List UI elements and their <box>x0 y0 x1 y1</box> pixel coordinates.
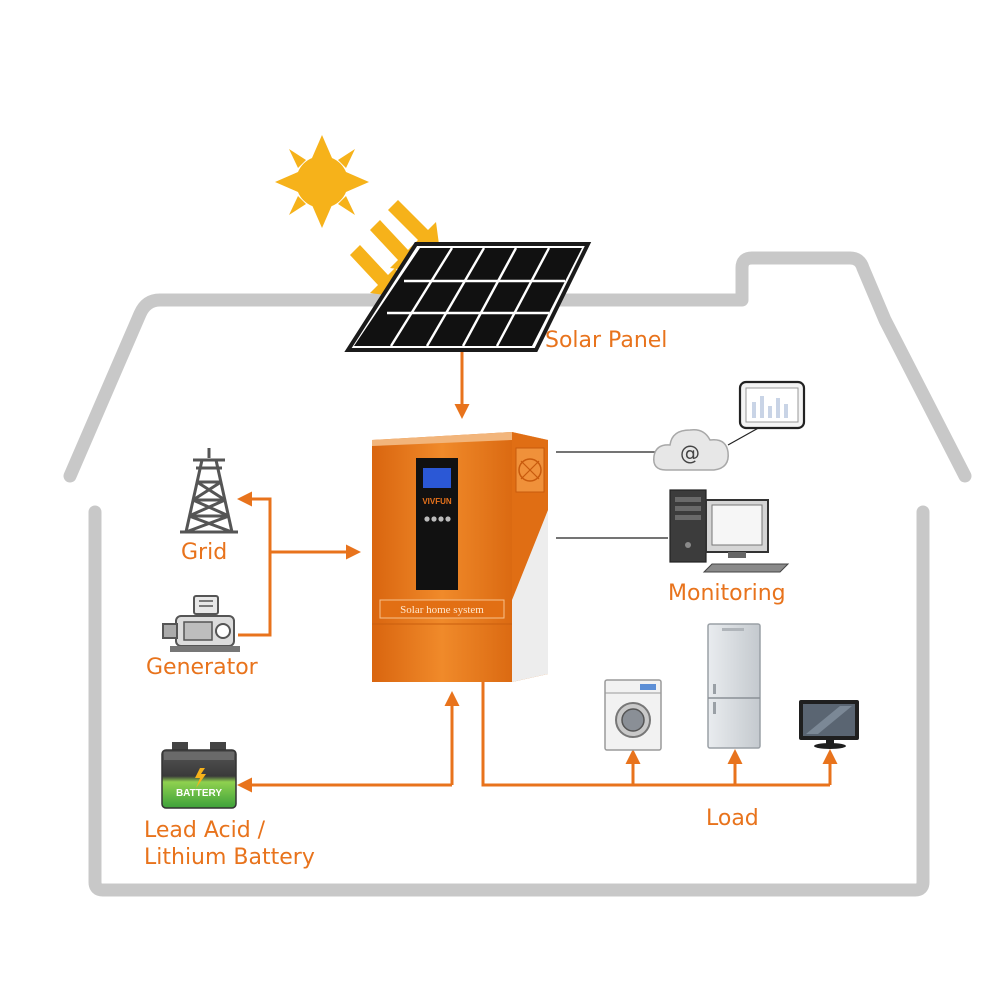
tablet-icon <box>738 380 806 430</box>
grid-tower-icon <box>180 448 238 534</box>
inverter-caption: Solar home system <box>400 604 484 616</box>
computer-icon <box>669 489 790 573</box>
fan-grille <box>515 447 545 493</box>
battery-label-line1: Lead Acid / <box>144 818 266 843</box>
lcd-screen <box>423 468 451 488</box>
inverter-brand: VIVFUN <box>422 497 452 506</box>
generator-icon <box>162 595 240 652</box>
inverter-unit: VIVFUN Solar home system <box>372 432 548 682</box>
monitoring-label: Monitoring <box>668 581 786 606</box>
battery-text: BATTERY <box>176 788 222 799</box>
house-outline <box>88 505 930 897</box>
grid-label: Grid <box>181 540 228 565</box>
solar-panel-label: Solar Panel <box>545 328 668 353</box>
solar-panel-icon <box>344 242 592 352</box>
battery-label-line2: Lithium Battery <box>144 845 315 870</box>
washing-machine-icon <box>604 679 662 751</box>
sun-icon <box>275 135 369 228</box>
refrigerator-icon <box>707 623 761 749</box>
cloud-icon: @ <box>653 428 729 471</box>
tv-icon <box>799 700 859 749</box>
battery-icon: BATTERY <box>161 742 237 809</box>
cloud-symbol: @ <box>680 441 700 465</box>
house-roof <box>63 251 972 483</box>
monitoring-lines <box>556 425 763 539</box>
flow-lines <box>237 352 838 793</box>
generator-label: Generator <box>146 655 258 680</box>
load-label: Load <box>706 806 759 831</box>
